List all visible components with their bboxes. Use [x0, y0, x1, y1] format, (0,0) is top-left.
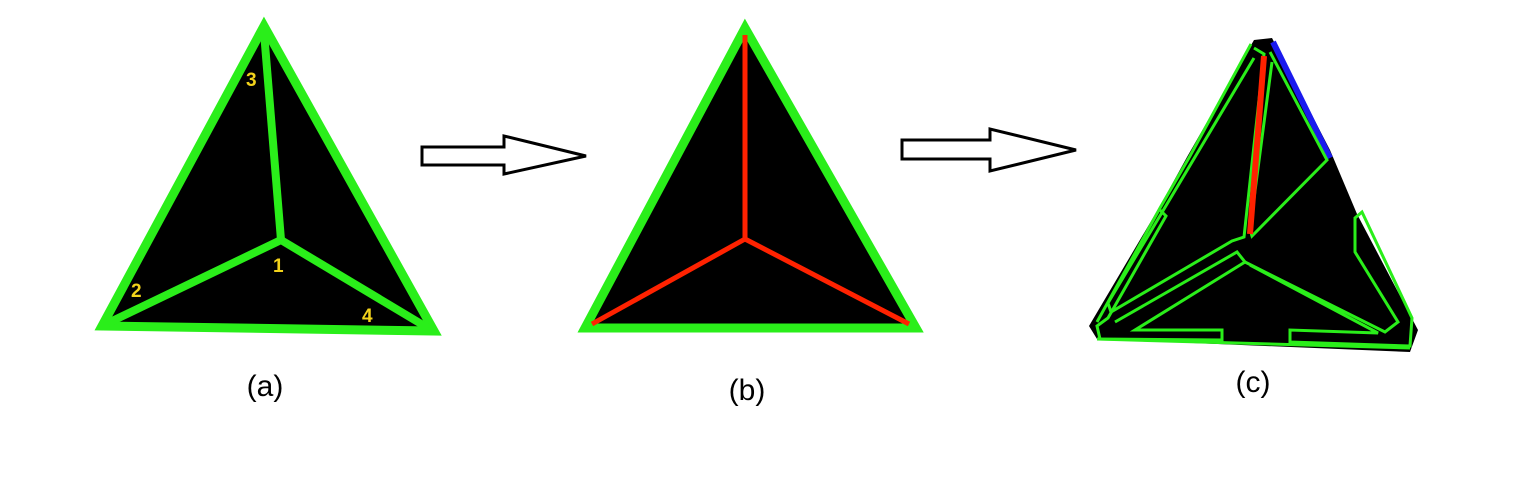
- panel-b: [577, 18, 924, 333]
- panel-c-left-wing: [1095, 208, 1248, 342]
- arrow-a-to-b: [420, 134, 587, 176]
- panel-a-outer-face: [94, 16, 442, 336]
- panel-a-edge-1-2: [106, 236, 283, 327]
- panel-c: [1089, 38, 1418, 352]
- arrow-b-to-c: [900, 127, 1077, 173]
- vertex-label-1: 1: [273, 256, 284, 277]
- caption-b: (b): [729, 374, 766, 407]
- panel-c-red-edge: [1247, 55, 1267, 235]
- panel-b-edge-center-left: [590, 236, 747, 327]
- vertex-label-2: 2: [131, 281, 142, 302]
- panel-c-blue-edge: [1270, 40, 1333, 160]
- panel-a: 1 2 3 4: [94, 16, 442, 336]
- panel-c-left-outline: [1095, 43, 1253, 323]
- panel-c-right-wing: [1244, 209, 1414, 348]
- panel-b-outer-face: [577, 18, 924, 333]
- vertex-label-4: 4: [362, 306, 373, 327]
- panel-b-edge-center-right: [743, 236, 911, 327]
- caption-a: (a): [247, 370, 284, 403]
- vertex-label-3: 3: [246, 70, 257, 91]
- panel-c-bottom-outline: [1096, 337, 1411, 350]
- panel-a-edge-1-4: [278, 236, 431, 332]
- panel-c-left-contour: [1106, 46, 1266, 315]
- caption-c: (c): [1236, 366, 1271, 399]
- panel-a-edge-1-3: [260, 31, 285, 241]
